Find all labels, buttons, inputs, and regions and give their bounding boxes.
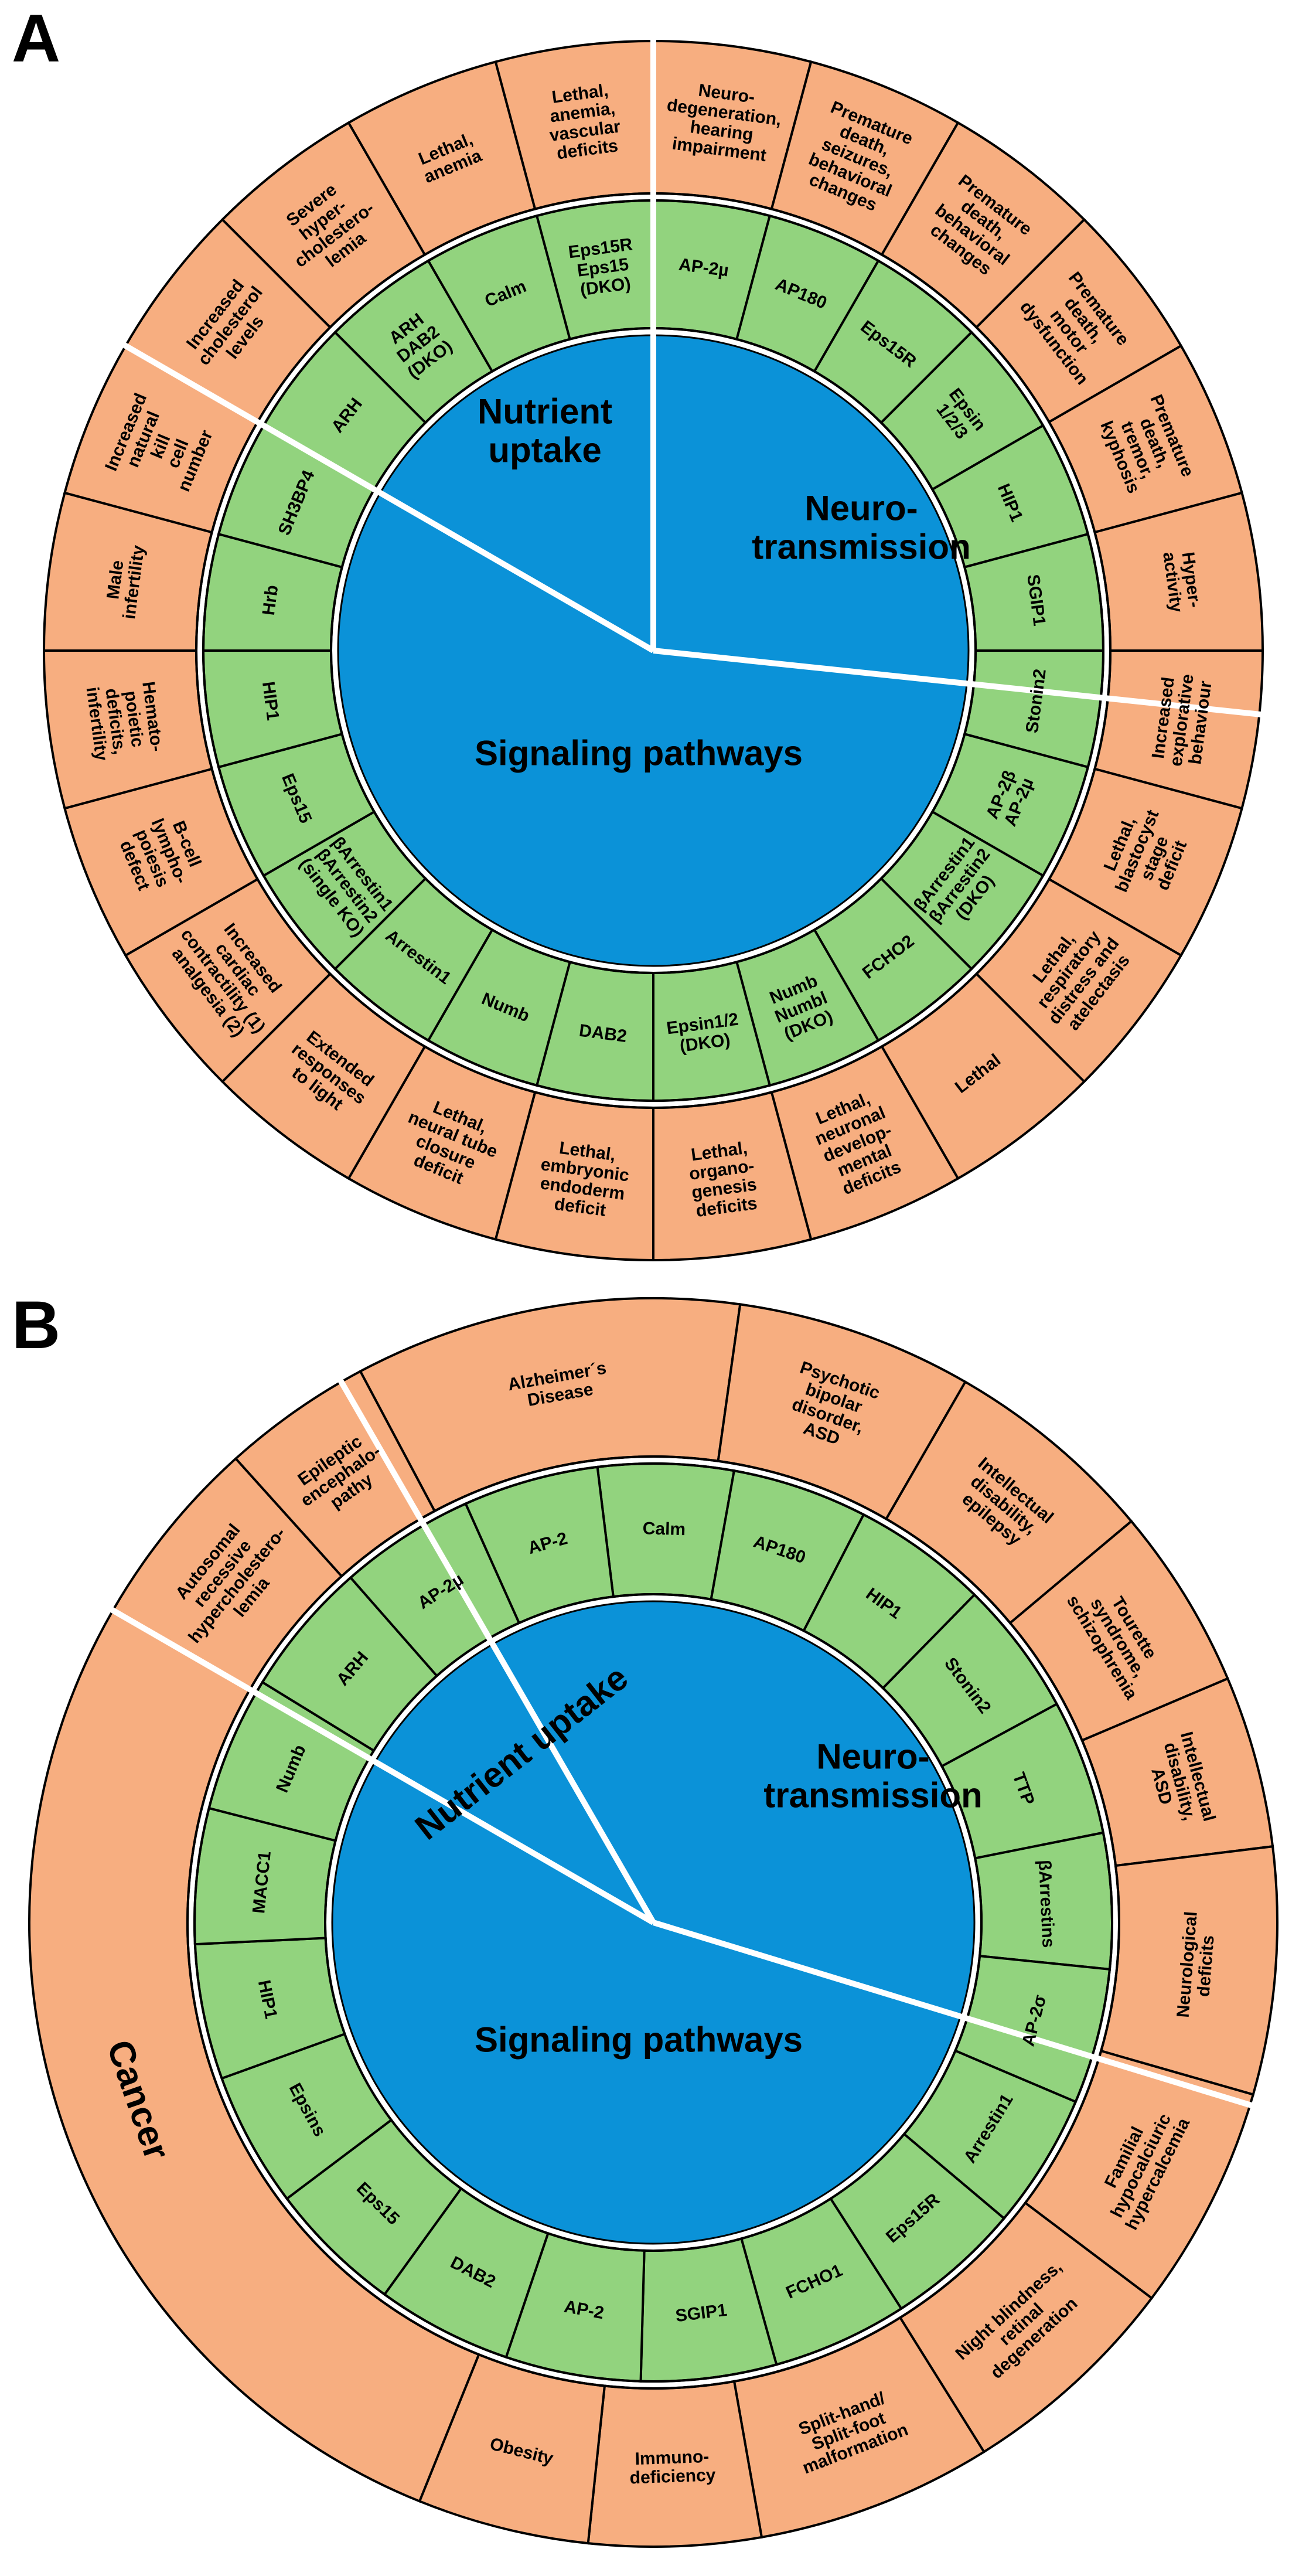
phenotype-label-line: deficits [1194, 1935, 1218, 1997]
center-label-neurotransmission-line: Neuro- [816, 1737, 929, 1777]
gene-ring [202, 199, 1105, 1102]
phenotype-ring [28, 1297, 1278, 2548]
category-divider [652, 1920, 1256, 2109]
center-label-signaling-line: Signaling pathways [475, 734, 803, 773]
center-label-signaling-line: Signaling pathways [475, 2020, 803, 2060]
center-label-signaling: Signaling pathways [475, 2020, 803, 2060]
category-divider [336, 1376, 656, 1924]
panel-b: BCalmAP180HIP1Stonin2TTPβArrestinsAP-2σA… [12, 1288, 1278, 2548]
gene-label: Calm [642, 1519, 686, 1539]
phenotype-label: Immuno-deficiency [629, 2447, 716, 2488]
category-divider [120, 341, 655, 654]
center-labels: Neuro-transmission NutrientuptakeSignalin… [475, 392, 971, 773]
center-label-signaling: Signaling pathways [475, 734, 803, 773]
gene-ring-outer-edge [193, 1462, 1113, 2383]
phenotype-ring-inner-edge [186, 1455, 1120, 2390]
phenotype-label: Hyper-activity [1159, 551, 1204, 614]
category-divider [653, 648, 1264, 718]
center-label-neurotransmission: Neuro-transmission [752, 489, 970, 567]
center-label-neurotransmission: Neuro-transmission [763, 1737, 982, 1815]
phenotype-label-line: Immuno- [635, 2447, 710, 2469]
center-label-neurotransmission-line: transmission [763, 1776, 982, 1815]
gene-label-line: Calm [642, 1519, 686, 1539]
category-divider [107, 1605, 655, 1925]
phenotype-label: Prematuredeath,seizures,behavioralchange… [806, 98, 915, 215]
panel-letter: B [12, 1288, 60, 1363]
gene-ring-inner-edge [324, 1593, 983, 2252]
phenotype-label-line: deficiency [629, 2465, 716, 2487]
gene-label-line: βArrestins [1035, 1859, 1058, 1948]
center-label-nutrient-line: uptake [488, 431, 601, 470]
gene-label: Hrb [259, 584, 282, 617]
center-disc-edge [331, 1600, 976, 2245]
center-label-neurotransmission-line: transmission [752, 528, 970, 567]
center-label-nutrient-line: Nutrient [478, 392, 612, 431]
gene-label-line: Hrb [259, 584, 282, 617]
panel-letter: A [12, 1, 60, 76]
panel-a: AAP-2µAP180Eps15REpsin1/2/3HIP1SGIP1Ston… [12, 1, 1264, 1262]
gene-label: βArrestins [1035, 1859, 1058, 1948]
center-label-neurotransmission-line: Neuro- [804, 489, 918, 528]
